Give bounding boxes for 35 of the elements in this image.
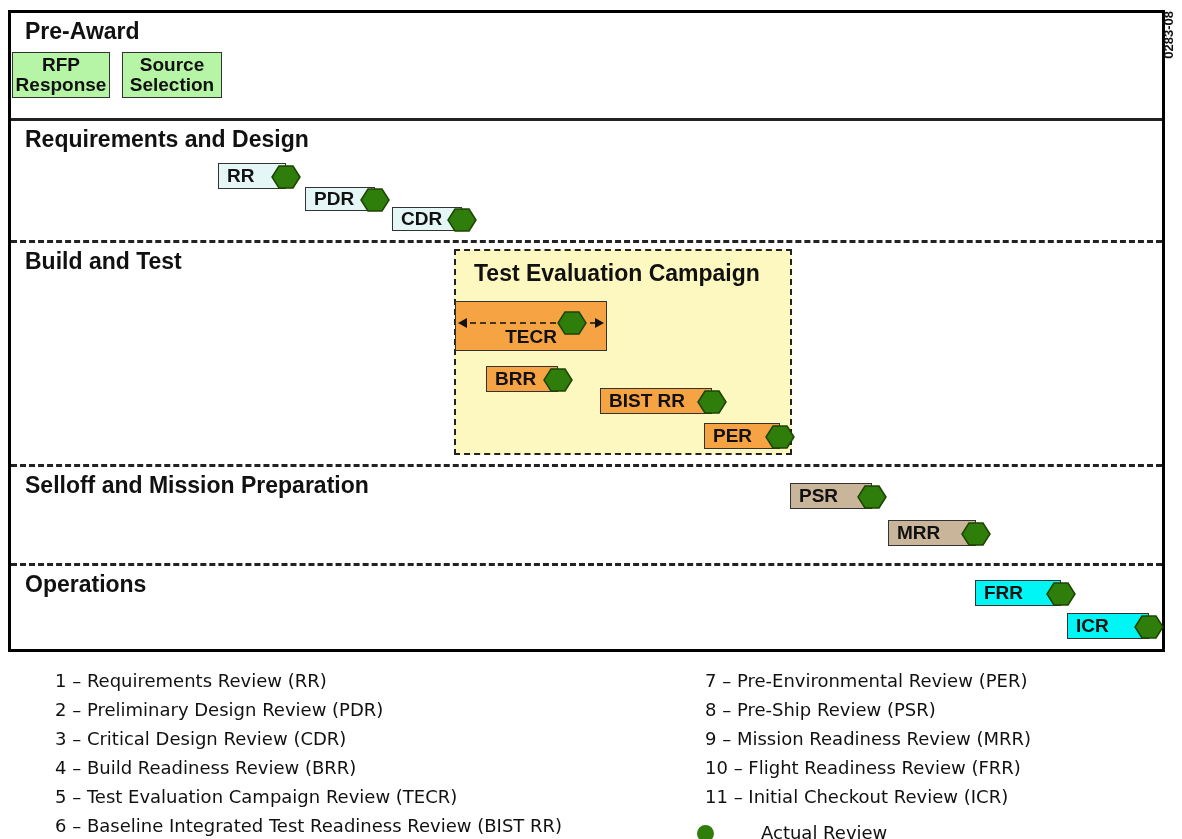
review-label: ICR xyxy=(1075,616,1109,636)
review-box xyxy=(455,301,607,351)
activity-label: RFP Response xyxy=(14,55,108,95)
key-entry: 7 – Pre-Environmental Review (PER) xyxy=(705,670,1028,691)
key-entry: 2 – Preliminary Design Review (PDR) xyxy=(55,699,384,720)
activity-box xyxy=(122,52,222,98)
key-entry: 9 – Mission Readiness Review (MRR) xyxy=(705,728,1032,749)
activity-label: Source Selection xyxy=(128,55,216,95)
lane-title: Pre-Award xyxy=(25,19,140,44)
review-label: PER xyxy=(712,426,753,446)
lane-title: Build and Test xyxy=(25,249,182,274)
figure-number: 0283-08 xyxy=(1162,10,1176,59)
review-label: PSR xyxy=(798,486,839,506)
key-entry: 5 – Test Evaluation Campaign Review (TECR) xyxy=(55,786,458,807)
campaign-title: Test Evaluation Campaign xyxy=(474,261,760,286)
review-label: PDR xyxy=(313,189,355,209)
legend-label: Actual Review xyxy=(761,822,888,839)
review-label: MRR xyxy=(896,523,941,543)
campaign-area xyxy=(454,249,792,455)
key-entry: 1 – Requirements Review (RR) xyxy=(55,670,327,691)
review-label: TECR xyxy=(504,327,558,347)
lane-title: Requirements and Design xyxy=(25,127,309,152)
review-label: BIST RR xyxy=(608,391,685,411)
review-label: FRR xyxy=(983,583,1024,603)
review-label: RR xyxy=(226,166,255,186)
key-entry: 8 – Pre-Ship Review (PSR) xyxy=(705,699,936,720)
review-label: CDR xyxy=(400,209,443,229)
key-entry: 4 – Build Readiness Review (BRR) xyxy=(55,757,357,778)
review-label: BRR xyxy=(494,369,537,389)
lane-title: Operations xyxy=(25,572,147,597)
key-entry: 3 – Critical Design Review (CDR) xyxy=(55,728,347,749)
key-entry: 6 – Baseline Integrated Test Readiness Review (BIST RR) xyxy=(55,815,563,836)
lane-title: Selloff and Mission Preparation xyxy=(25,473,369,498)
key-entry: 10 – Flight Readiness Review (FRR) xyxy=(705,757,1021,778)
key-entry: 11 – Initial Checkout Review (ICR) xyxy=(705,786,1009,807)
